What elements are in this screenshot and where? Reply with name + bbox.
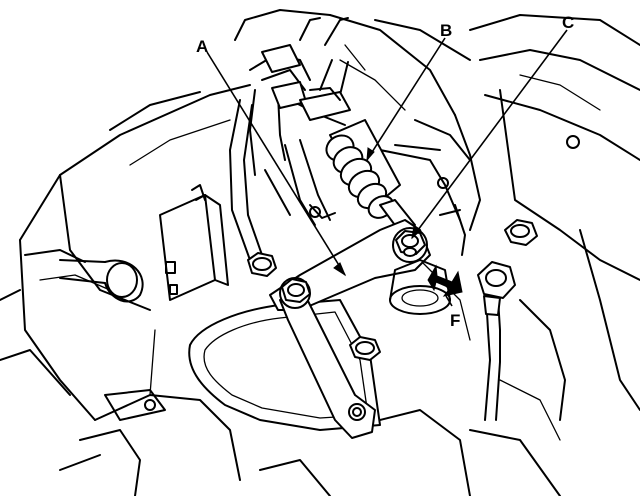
leader-c-arrowhead [411,225,421,240]
callout-c: C [562,13,574,32]
adjustment-arrow [427,264,463,297]
leader-f [445,295,453,307]
bolt-right [504,219,538,246]
bolt-left [247,252,277,277]
leader-a-arrowhead [333,262,347,277]
callout-a: A [196,37,208,56]
leader-b-arrowhead [366,147,375,162]
shift-cable [229,17,466,261]
leader-c [411,29,568,239]
callout-b: B [440,21,452,40]
ground-terminal [477,261,516,421]
bolt-lower-center [349,336,381,361]
shift-lever-assembly [188,219,431,439]
transmission-housing [0,9,640,496]
lever-pivot-nut [279,277,311,309]
leader-b [366,37,446,161]
callout-f: F [450,311,460,330]
leader-a [206,51,346,276]
leader-lines [206,29,568,307]
cable-end-nut [392,227,428,263]
cable-boot [325,119,416,233]
cable-socket [389,259,451,315]
bolts [247,219,538,421]
